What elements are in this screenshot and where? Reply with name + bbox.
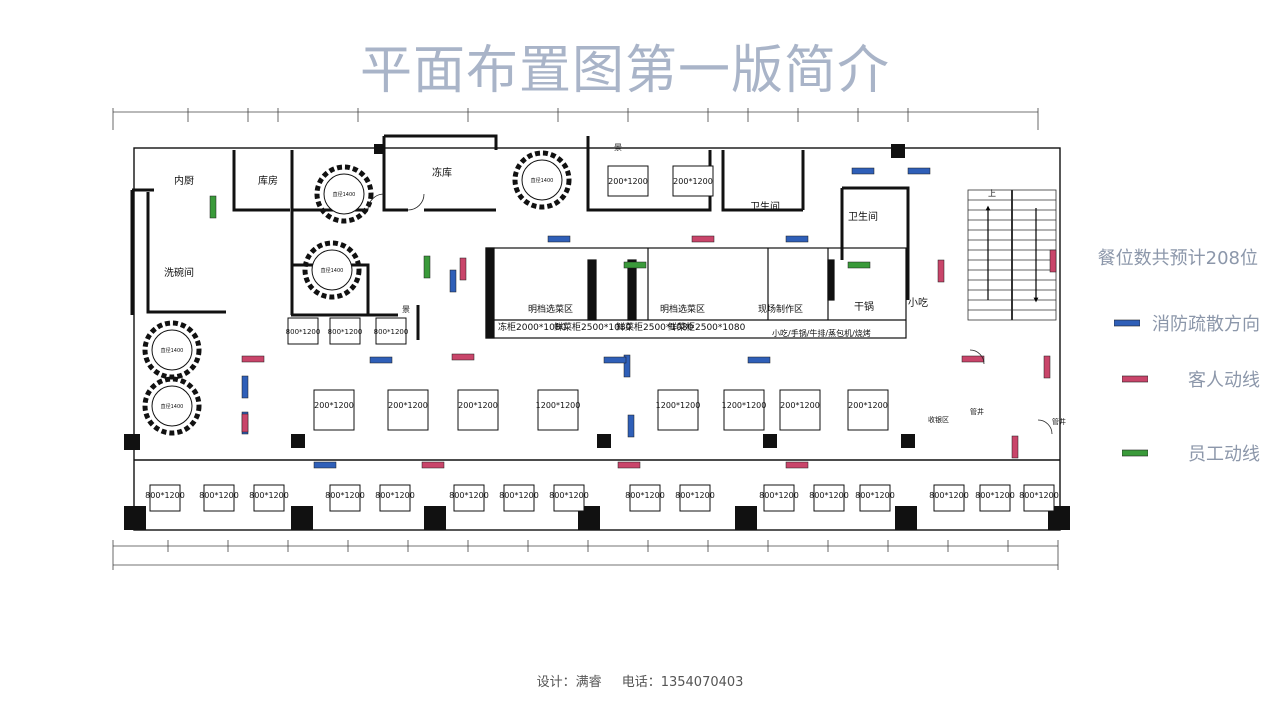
svg-text:800*1200: 800*1200 xyxy=(929,491,969,500)
kitchen-side-tables xyxy=(287,317,407,345)
label-pipe-well: 管井 xyxy=(970,407,984,416)
doors xyxy=(367,193,1053,435)
legend-evacuation-label: 消防疏散方向 xyxy=(1152,314,1260,335)
svg-text:800*1200: 800*1200 xyxy=(809,491,849,500)
guest-legend-icon xyxy=(1122,375,1148,383)
floor-plan: 直径1400 直径1400 直径1400 直径1400 直径1400 200*1… xyxy=(112,108,1070,570)
label-dry-pot: 干锅 xyxy=(854,301,874,313)
svg-text:800*1200: 800*1200 xyxy=(1019,491,1059,500)
label-fresh-cabinet-1: 鲜菜柜2500*1080 xyxy=(554,321,632,333)
svg-text:800*1200: 800*1200 xyxy=(855,491,895,500)
svg-text:800*1200: 800*1200 xyxy=(328,328,363,336)
round-table-labels: 直径1400 直径1400 直径1400 直径1400 直径1400 xyxy=(161,177,554,410)
svg-text:直径1400: 直径1400 xyxy=(161,347,184,354)
svg-text:直径1400: 直径1400 xyxy=(321,267,344,274)
label-restroom: 卫生间 xyxy=(750,200,780,213)
label-snack-line: 小吃/手锅/牛排/蒸包机/烧烤 xyxy=(772,328,871,338)
label-upstairs: 上 xyxy=(988,189,996,198)
svg-text:800*1200: 800*1200 xyxy=(975,491,1015,500)
counter-labels: 明档选菜区 明档选菜区 现场制作区 冻柜2000*1080 鲜菜柜2500*10… xyxy=(498,303,871,338)
label-storage: 库房 xyxy=(258,174,278,187)
label-snack: 小吃 xyxy=(908,296,928,309)
booth-table-labels: 800*1200 800*1200 800*1200 800*1200 800*12… xyxy=(145,491,1059,500)
staff-legend-icon xyxy=(1122,449,1148,457)
svg-text:800*1200: 800*1200 xyxy=(249,491,289,500)
label-scenery-2: 景 xyxy=(402,305,410,314)
label-fresh-cabinet-2: 鲜菜柜2500*1080 xyxy=(616,321,694,333)
svg-text:1200*1200: 1200*1200 xyxy=(536,401,581,410)
footer: 设计：满睿 电话：1354070403 xyxy=(0,671,1280,690)
legend-evacuation: 消防疏散方向 xyxy=(1114,310,1260,336)
booth-tables xyxy=(149,484,1055,512)
legend-staff: 员工动线 xyxy=(1122,440,1260,466)
svg-text:1200*1200: 1200*1200 xyxy=(656,401,701,410)
kitchen-side-table-labels: 800*1200 800*1200 800*1200 xyxy=(286,328,409,336)
label-dish-washing: 洗碗间 xyxy=(164,266,194,279)
svg-text:800*1200: 800*1200 xyxy=(199,491,239,500)
legend-capacity: 餐位数共预计208位 xyxy=(1097,248,1258,269)
evacuation-legend-icon xyxy=(1114,319,1140,327)
outer-walls xyxy=(133,147,1061,531)
svg-text:200*1200: 200*1200 xyxy=(388,401,428,410)
label-freezer-cabinet: 冻柜2000*1080 xyxy=(498,321,567,333)
page-title: 平面布置图第一版简介 xyxy=(359,41,890,101)
label-open-select-1: 明档选菜区 xyxy=(528,303,573,315)
staff-arrows xyxy=(209,195,871,279)
svg-text:800*1200: 800*1200 xyxy=(449,491,489,500)
svg-text:800*1200: 800*1200 xyxy=(374,328,409,336)
legend-guest-label: 客人动线 xyxy=(1188,370,1260,391)
staircase xyxy=(967,189,1057,321)
svg-text:200*1200: 200*1200 xyxy=(848,401,888,410)
label-inner-kitchen: 内厨 xyxy=(174,174,194,187)
svg-text:800*1200: 800*1200 xyxy=(325,491,365,500)
kitchen-counter-block xyxy=(485,247,907,339)
svg-text:200*1200: 200*1200 xyxy=(458,401,498,410)
svg-text:200*1200: 200*1200 xyxy=(608,177,648,186)
svg-text:直径1400: 直径1400 xyxy=(333,191,356,198)
footer-phone: 电话：1354070403 xyxy=(621,675,744,690)
svg-text:200*1200: 200*1200 xyxy=(780,401,820,410)
private-room-tables xyxy=(607,165,714,197)
svg-text:800*1200: 800*1200 xyxy=(549,491,589,500)
legend-guest: 客人动线 xyxy=(1122,366,1260,392)
svg-text:1200*1200: 1200*1200 xyxy=(722,401,767,410)
label-open-select-2: 明档选菜区 xyxy=(660,303,705,315)
room-labels: 内厨 库房 冻库 洗碗间 卫生间 卫生间 干锅 小吃 收银区 管井 管井 上 景… xyxy=(164,143,1066,426)
svg-text:800*1200: 800*1200 xyxy=(625,491,665,500)
svg-text:800*1200: 800*1200 xyxy=(145,491,185,500)
svg-text:800*1200: 800*1200 xyxy=(759,491,799,500)
private-room-table-labels: 200*1200 200*1200 xyxy=(608,177,713,186)
svg-text:200*1200: 200*1200 xyxy=(314,401,354,410)
label-cold-storage: 冻库 xyxy=(432,166,452,179)
label-restroom-2: 卫生间 xyxy=(848,210,878,223)
footer-designer: 设计：满睿 xyxy=(536,675,602,690)
label-live-kitchen: 现场制作区 xyxy=(758,303,803,315)
legend-staff-label: 员工动线 xyxy=(1188,444,1260,465)
round-tables xyxy=(142,150,572,436)
bottom-dimension-line xyxy=(112,540,1059,570)
structural-columns xyxy=(124,144,1070,530)
label-pipe-well-2: 管井 xyxy=(1052,417,1066,426)
label-scenery: 景 xyxy=(614,143,622,152)
label-fresh-cabinet-3: 鲜菜柜2500*1080 xyxy=(668,321,746,333)
svg-text:200*1200: 200*1200 xyxy=(673,177,713,186)
svg-text:800*1200: 800*1200 xyxy=(499,491,539,500)
label-cashier: 收银区 xyxy=(928,415,949,424)
top-dimension-line xyxy=(112,108,1039,130)
svg-text:800*1200: 800*1200 xyxy=(375,491,415,500)
svg-text:直径1400: 直径1400 xyxy=(531,177,554,184)
guest-arrows xyxy=(241,235,1057,469)
svg-text:800*1200: 800*1200 xyxy=(286,328,321,336)
svg-text:800*1200: 800*1200 xyxy=(675,491,715,500)
hall-tables xyxy=(313,389,889,431)
svg-text:直径1400: 直径1400 xyxy=(161,403,184,410)
hall-table-labels: 200*1200 200*1200 200*1200 1200*1200 120… xyxy=(314,401,888,410)
